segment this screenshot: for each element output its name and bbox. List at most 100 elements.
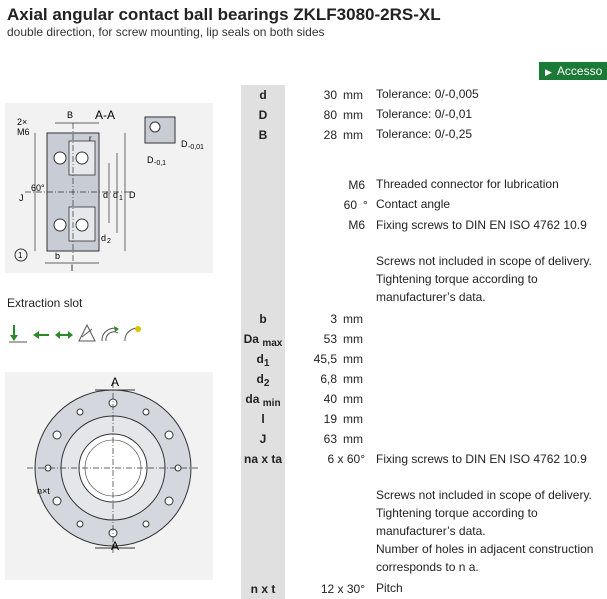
label-callout-1: 1	[18, 251, 23, 260]
table-row: da min 40 mm	[241, 389, 607, 409]
label-J: J	[19, 193, 24, 203]
table-spacer	[241, 145, 607, 175]
row-unit: °	[363, 198, 368, 212]
row-value: 6 x 60°	[327, 452, 366, 466]
axial-load-icon	[9, 325, 27, 343]
label-section-aa: A-A	[95, 108, 115, 122]
table-row: d1 45,5 mm	[241, 349, 607, 369]
row-unit: mm	[343, 332, 363, 346]
spacer-label-cell	[241, 145, 285, 175]
row-unit: mm	[343, 88, 363, 102]
label-l: l	[71, 263, 73, 273]
table-row: M6 Fixing screws to DIN EN ISO 4762 10.9 …	[241, 215, 607, 309]
label-a-top: A	[111, 375, 119, 389]
row-value: 53	[323, 332, 337, 346]
table-row: 60 ° Contact angle	[241, 195, 607, 215]
row-label: l	[241, 409, 285, 429]
row-value: M6	[348, 178, 365, 192]
seal-icon	[78, 323, 96, 342]
row-unit: mm	[343, 312, 363, 326]
label-nxt: n×t	[37, 486, 50, 496]
label-D-outer: D	[181, 139, 188, 149]
radial-load-icon	[33, 331, 49, 339]
row-label: Da max	[241, 329, 285, 349]
lubrication-icon	[124, 326, 142, 342]
row-note	[376, 429, 379, 447]
row-unit: mm	[343, 108, 363, 122]
label-2x: 2×	[17, 117, 27, 127]
row-note: Contact angle	[376, 197, 451, 211]
speed-icon	[101, 326, 119, 342]
row-note: Fixing screws to DIN EN ISO 4762 10.9 Sc…	[376, 452, 594, 574]
row-note	[376, 349, 379, 367]
row-unit: mm	[343, 352, 363, 366]
label-d1: d	[113, 190, 118, 200]
label-60deg: 60°	[31, 183, 45, 193]
row-note: Tolerance: 0/-0,25	[376, 127, 473, 141]
row-label: da min	[241, 389, 285, 409]
row-value: 19	[323, 412, 337, 426]
row-value: 12 x 30°	[320, 582, 365, 596]
table-row: D 80 mm Tolerance: 0/-0,01	[241, 105, 607, 125]
arrow-right-icon: ▶	[545, 67, 552, 77]
label-D-detail: D	[147, 155, 154, 165]
row-note	[376, 309, 379, 327]
row-note: Fixing screws to DIN EN ISO 4762 10.9 Sc…	[376, 218, 592, 304]
row-label	[241, 175, 285, 195]
row-label: d1	[241, 349, 285, 369]
label-b: B	[67, 110, 73, 120]
accessories-button-label: Accesso	[556, 64, 603, 78]
row-label	[241, 215, 285, 309]
accessories-button[interactable]: ▶ Accesso	[539, 62, 607, 80]
row-label: J	[241, 429, 285, 449]
row-label: d2	[241, 369, 285, 389]
row-value: 63	[323, 432, 337, 446]
extraction-slot-label: Extraction slot	[7, 296, 83, 310]
row-unit: mm	[343, 392, 363, 406]
table-row: Da max 53 mm	[241, 329, 607, 349]
row-value: 80	[323, 108, 337, 122]
bearing-section-drawing: 2× M6 B A-A r D -0,01 D -0,1 60° J d d 1…	[5, 103, 213, 273]
label-d2: d	[101, 233, 106, 243]
row-value: 30	[323, 88, 337, 102]
bearing-front-view-drawing: A A n×t	[5, 372, 213, 580]
label-a-bottom: A	[111, 539, 119, 553]
label-d1-sub: 1	[119, 195, 123, 202]
row-value: 3	[330, 312, 337, 326]
row-unit: mm	[343, 128, 363, 142]
row-value: 45,5	[313, 352, 337, 366]
row-note	[376, 389, 379, 407]
row-label: D	[241, 105, 285, 125]
row-note	[376, 329, 379, 347]
row-unit: mm	[343, 412, 363, 426]
row-value: M6	[348, 218, 365, 232]
table-row: na x ta 6 x 60° Fixing screws to DIN EN IS…	[241, 449, 607, 579]
table-row: M6 Threaded connector for lubrication	[241, 175, 607, 195]
row-value: 60	[343, 198, 357, 212]
table-row: d 30 mm Tolerance: 0/-0,005	[241, 85, 607, 105]
row-label: n x t	[241, 579, 285, 599]
row-label	[241, 195, 285, 215]
row-note: Tolerance: 0/-0,005	[376, 87, 479, 101]
row-label: b	[241, 309, 285, 329]
label-r: r	[89, 134, 92, 143]
row-note: Tolerance: 0/-0,01	[376, 107, 473, 121]
table-row: b 3 mm	[241, 309, 607, 329]
label-d2-sub: 2	[107, 238, 111, 245]
row-note: Threaded connector for lubrication	[376, 177, 559, 191]
label-D-tol2: -0,1	[154, 160, 166, 167]
label-m6: M6	[17, 127, 30, 137]
row-label: na x ta	[241, 449, 285, 579]
label-D: D	[129, 190, 136, 200]
row-value: 40	[323, 392, 337, 406]
label-D-tol1: -0,01	[188, 144, 204, 151]
row-label: B	[241, 125, 285, 145]
label-b-small: b	[55, 251, 60, 261]
row-note	[376, 409, 379, 427]
row-label: d	[241, 85, 285, 105]
